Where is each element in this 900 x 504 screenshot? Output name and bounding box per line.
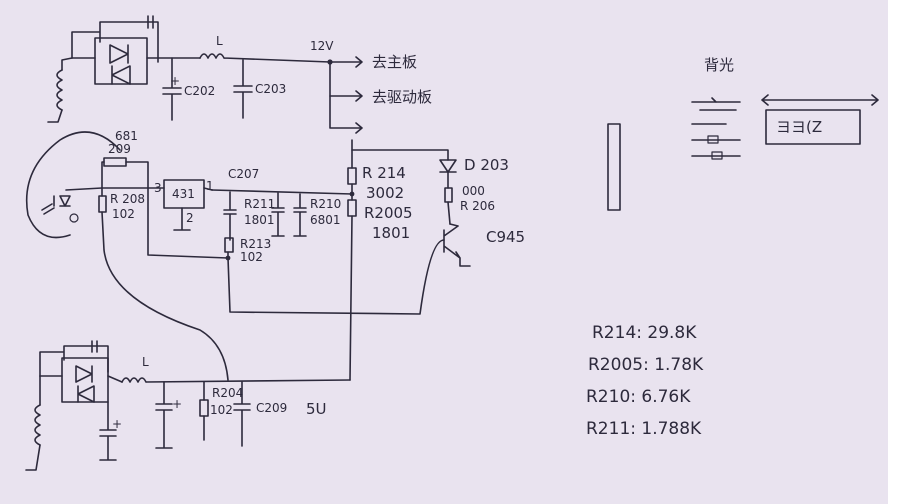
- r204-label: R204: [212, 386, 243, 400]
- arrow-branch: [329, 95, 363, 134]
- resistor-r206: [444, 187, 453, 203]
- label-5v: 5U: [306, 400, 327, 418]
- backlight-tube: [607, 123, 621, 211]
- d203-label: D 203: [464, 156, 509, 174]
- legend-mark-resistor-2: [711, 151, 723, 160]
- capacitor-c207: [223, 191, 237, 241]
- r210-value: 6801: [310, 213, 341, 227]
- note-r214: R214: 29.8K: [592, 323, 697, 343]
- capacitor-c203: [233, 59, 253, 119]
- optocoupler-loop: [25, 131, 121, 239]
- r206-label: R 206: [460, 199, 495, 213]
- optocoupler-light-arrows: [41, 203, 55, 215]
- rectifier-bridge: [94, 37, 148, 85]
- r208-label: R 208: [110, 192, 145, 206]
- rectifier-bridge-5v: [61, 357, 109, 403]
- legend-mark-2: [691, 123, 741, 157]
- diode-d203: [439, 159, 457, 173]
- r214-label: R 214: [362, 164, 406, 182]
- r208-value: 102: [112, 207, 135, 221]
- note-r210: R210: 6.76K: [586, 387, 691, 407]
- r681-label: 681: [115, 129, 138, 143]
- r209-label: 209: [108, 142, 131, 156]
- c203-label: C203: [255, 82, 286, 96]
- transformer-winding-12v: [56, 69, 63, 111]
- capacitor-5v-bulk: [99, 401, 117, 461]
- r2005-value: 1801: [372, 224, 410, 242]
- inductor-12v: [199, 53, 331, 63]
- optocoupler-led: [53, 195, 71, 207]
- arrow-to-main: [329, 56, 363, 68]
- c209-label: C209: [256, 401, 287, 415]
- optocoupler-ground: [69, 213, 79, 223]
- resistor-r214: [347, 167, 357, 185]
- c945-label: C945: [486, 228, 525, 246]
- r2005-label: R2005: [364, 204, 413, 222]
- c202-label: C202: [184, 84, 215, 98]
- rectifier-diode-5v-1: [75, 365, 93, 383]
- snubber-capacitor-5v: [91, 340, 98, 353]
- legend-mark-resistor: [707, 135, 719, 144]
- transistor-c945: [443, 223, 471, 267]
- r206-value: 000: [462, 184, 485, 198]
- capacitor-c202: [162, 57, 182, 121]
- pin2-label: 2: [186, 211, 194, 225]
- regulator-431: [163, 179, 205, 209]
- legend-box-text: ヨヨ(Z: [776, 118, 822, 136]
- legend-mark-1: [691, 97, 741, 111]
- to-driver-label: 去驱动板: [372, 88, 432, 106]
- svg-text:L: L: [216, 34, 223, 48]
- rectifier-diode-2: [111, 65, 131, 85]
- rectifier-diode-1: [109, 44, 129, 64]
- transformer-winding-5v: [34, 404, 41, 446]
- c207-label: C207: [228, 167, 259, 181]
- legend-title: 背光: [704, 56, 734, 74]
- resistor-r213: [224, 237, 234, 253]
- supply-12v-section: L C202 + C203 12V 去主板 去驱动板: [47, 15, 432, 134]
- r211-value: 1801: [244, 213, 275, 227]
- r204-value: 102: [210, 403, 233, 417]
- legend-box: [765, 109, 861, 145]
- resistor-r2005: [347, 199, 357, 217]
- to-main-label: 去主板: [372, 53, 417, 71]
- inductor-5v: [121, 377, 351, 383]
- r214-value: 3002: [366, 184, 404, 202]
- r213-label: R213: [240, 237, 271, 251]
- rectifier-diode-5v-2: [77, 385, 95, 403]
- r211-label: R211: [244, 197, 275, 211]
- page-edge: [888, 0, 900, 504]
- pin1-label: 1: [206, 179, 214, 193]
- capacitor-5v-1: [155, 381, 173, 449]
- resistor-notes: R214: 29.8K R2005: 1.78K R210: 6.76K R21…: [586, 323, 704, 439]
- regulator-name: 431: [172, 187, 195, 201]
- svg-text:+: +: [112, 417, 122, 431]
- note-r2005: R2005: 1.78K: [588, 355, 704, 375]
- supply-5v-section: + L + R204 102 C209 5U: [25, 340, 351, 471]
- capacitor-c209: [233, 381, 251, 447]
- svg-text:L: L: [142, 355, 149, 369]
- junction-divider: [349, 191, 355, 197]
- backlight-legend: 背光 ヨヨ(Z: [607, 56, 879, 211]
- feedback-section: 681 209 R 208 102 3 431 1 2 C207 R211 18…: [25, 129, 525, 381]
- svg-text:+: +: [170, 74, 180, 88]
- label-12v: 12V: [310, 39, 334, 53]
- r213-value: 102: [240, 250, 263, 264]
- legend-arrow: [761, 94, 879, 106]
- svg-text:+: +: [172, 397, 182, 411]
- r210-label: R210: [310, 197, 341, 211]
- snubber-capacitor: [147, 15, 154, 29]
- note-r211: R211: 1.788K: [586, 419, 702, 439]
